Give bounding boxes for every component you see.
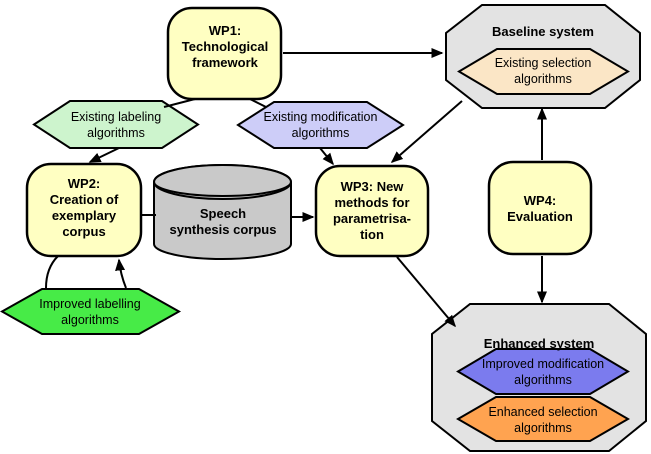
existing-labeling-algorithms-label: Existing labeling algorithms [70, 110, 162, 140]
wp1-box [166, 6, 283, 101]
arrow-baseline-to-wp3 [390, 100, 463, 163]
cylinder-top [153, 164, 292, 200]
arrow-existing-modification-to-wp3 [319, 147, 334, 166]
improved-labelling-algorithms-label: Improved labelling algorithms [39, 297, 141, 327]
enhanced-selection-algorithms-hexagon [456, 396, 630, 442]
existing-selection-algorithms-hexagon [457, 48, 630, 95]
speech-corpus-label: Speech synthesis corpus [169, 206, 277, 237]
enhanced-system-title: Enhanced system [483, 336, 595, 351]
wp2-label: WP2: Creation of exemplary corpus [49, 176, 119, 239]
wp4-label: WP4: Evaluation [507, 193, 573, 224]
arrow-improved-labelling-to-wp2 [115, 258, 127, 289]
speech-corpus-cylinder [153, 164, 292, 260]
existing-modification-algorithms-label: Existing modification algorithms [263, 110, 378, 140]
cylinder-rim [153, 181, 292, 197]
wp2-box [25, 162, 143, 258]
line-wp1-to-existing-modification [249, 98, 267, 108]
existing-selection-algorithms-label: Existing selection algorithms [494, 56, 592, 86]
existing-modification-algorithms-hexagon [236, 101, 405, 149]
line-wp1-to-existing-labeling [163, 98, 196, 108]
arrow-wp3-to-enhanced [396, 256, 456, 328]
wp4-box [487, 160, 593, 256]
curve-wp2-to-improved-labelling [45, 255, 59, 289]
improved-labelling-algorithms-hexagon [0, 288, 182, 335]
baseline-system-title: Baseline system [492, 24, 594, 39]
arrow-existing-labeling-to-wp2 [88, 147, 120, 163]
existing-labeling-algorithms-hexagon [32, 100, 200, 149]
wp3-label: WP3: New methods for parametrisa- tion [332, 179, 412, 242]
enhanced-selection-algorithms-label: Enhanced selection algorithms [488, 405, 598, 435]
improved-modification-algorithms-label: Improved modification algorithms [481, 357, 605, 387]
wp3-box [314, 164, 430, 258]
improved-modification-algorithms-hexagon [456, 348, 630, 395]
wp1-label: WP1: Technological framework [181, 23, 269, 70]
